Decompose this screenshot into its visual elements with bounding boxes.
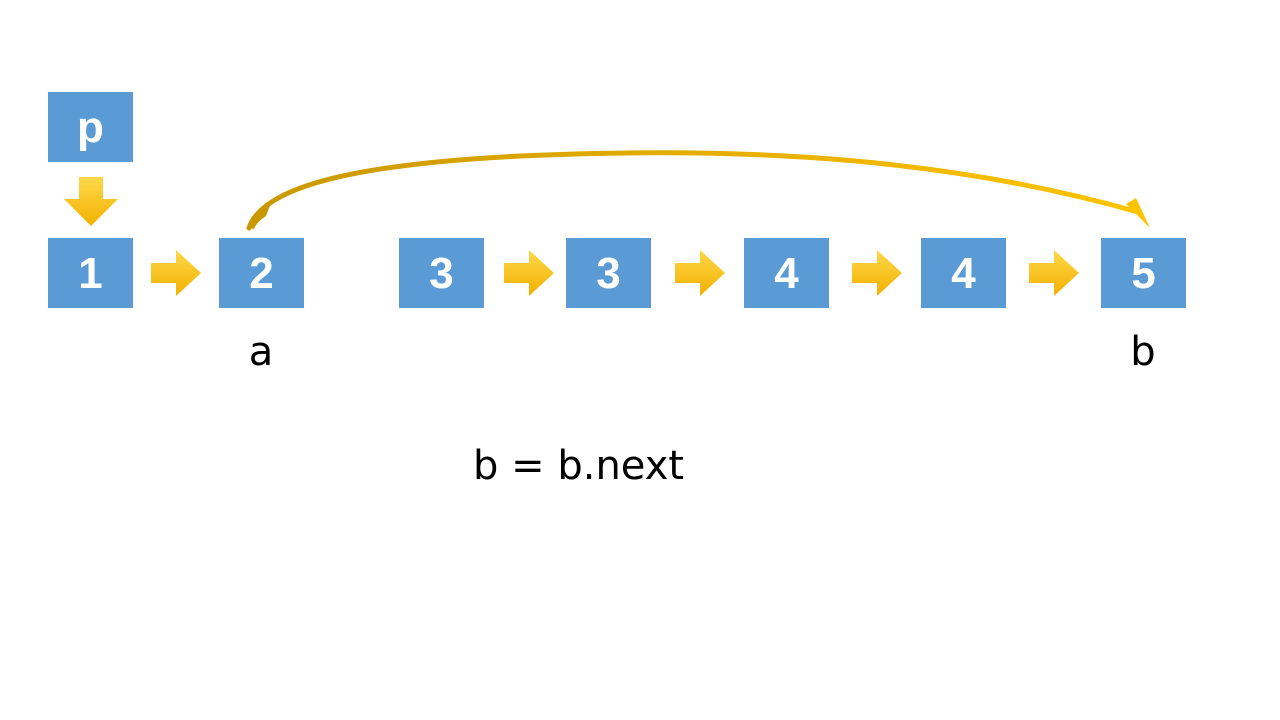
code-line: b = b.next	[473, 443, 684, 489]
node-rect	[744, 238, 829, 308]
curved-arrow-line	[246, 150, 1141, 231]
node-rect	[1101, 238, 1186, 308]
node-5: 4	[744, 238, 829, 308]
pointer-label-b: b	[1130, 329, 1155, 375]
node-label: 4	[774, 249, 799, 298]
curved-arrow-head-icon	[1126, 198, 1150, 228]
node-label: 3	[429, 249, 453, 298]
node-3: 3	[399, 238, 484, 308]
node-1: 1	[48, 238, 133, 308]
node-label: 5	[1131, 249, 1155, 298]
node-6: 4	[921, 238, 1006, 308]
curved-arrow	[246, 150, 1150, 231]
arrow-down-icon	[64, 177, 118, 226]
node-rect	[399, 238, 484, 308]
pointer-label-a: a	[249, 329, 274, 375]
node-7: 5	[1101, 238, 1186, 308]
pointer-box-rect	[48, 92, 133, 162]
arrow-right-icon	[852, 250, 902, 296]
node-label: 2	[249, 249, 273, 298]
curved-arrow-tail	[249, 200, 272, 229]
arrow-right-icon	[675, 250, 725, 296]
node-rect	[219, 238, 304, 308]
node-4: 3	[566, 238, 651, 308]
node-rect	[566, 238, 651, 308]
node-2: 2	[219, 238, 304, 308]
node-label: 4	[951, 249, 976, 298]
arrow-right-icon	[504, 250, 554, 296]
arrow-right-icon	[151, 250, 201, 296]
arrow-right-icon	[1029, 250, 1079, 296]
node-label: 1	[78, 249, 102, 298]
pointer-box-label: p	[77, 103, 104, 152]
node-rect	[921, 238, 1006, 308]
node-rect	[48, 238, 133, 308]
node-label: 3	[596, 249, 620, 298]
pointer-box-p: p	[48, 92, 133, 162]
